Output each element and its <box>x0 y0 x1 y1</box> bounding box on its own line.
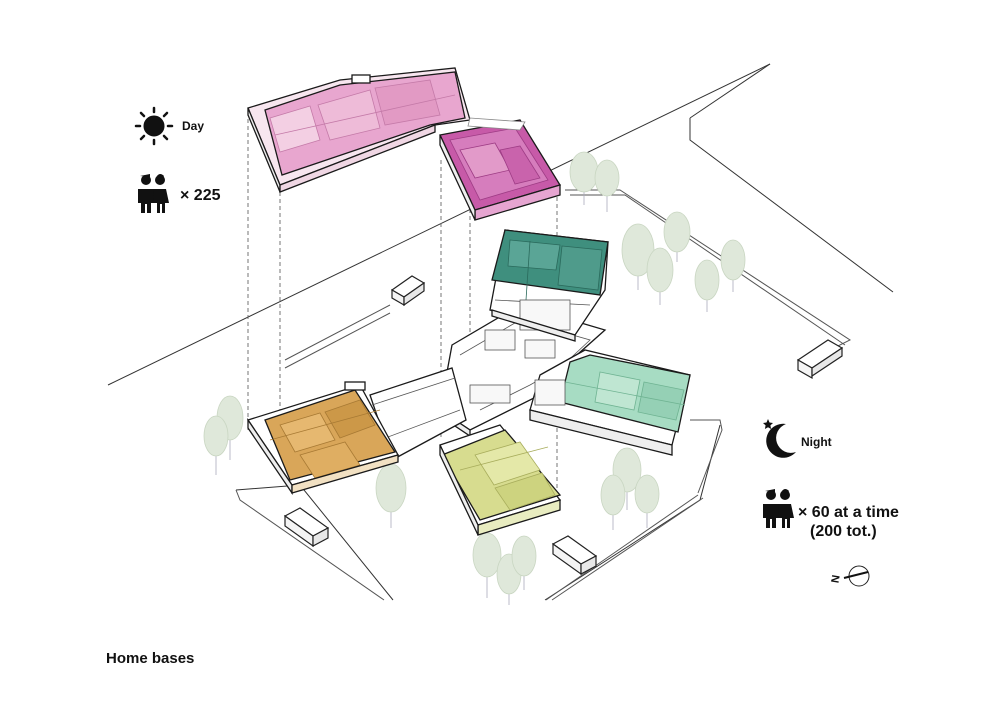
trees <box>203 151 746 605</box>
west-corridor <box>369 367 467 461</box>
shed-east <box>796 339 844 380</box>
tree <box>569 151 599 205</box>
night-count-line1: × 60 at a time <box>798 504 899 521</box>
tree <box>203 415 229 475</box>
north-arrow-letter: N <box>830 574 843 584</box>
shed-southwest <box>283 507 330 548</box>
tree <box>646 247 674 305</box>
south-wing <box>439 424 562 536</box>
children-icon <box>138 174 169 213</box>
day-label: Day <box>182 119 205 133</box>
tree <box>511 535 537 590</box>
tree <box>663 211 691 262</box>
shed-south <box>551 535 598 576</box>
tree <box>720 239 746 292</box>
day-count: × 225 <box>180 187 221 204</box>
north-arrow-icon: N <box>830 565 870 587</box>
tree <box>375 463 407 528</box>
night-label: Night <box>801 435 832 449</box>
diagram-caption: Home bases <box>106 650 195 667</box>
tree <box>600 474 626 530</box>
east-wing <box>529 349 691 456</box>
tree <box>634 474 660 528</box>
sun-icon <box>134 106 174 146</box>
moon-icon <box>763 419 796 458</box>
shed-north <box>390 275 426 307</box>
tree <box>694 259 720 312</box>
tree <box>594 159 620 212</box>
night-count: × 60 at a time (200 tot.) <box>798 503 899 541</box>
north-wing <box>489 229 609 342</box>
night-count-line2: (200 tot.) <box>810 523 877 540</box>
west-wing <box>246 381 399 496</box>
children-icon <box>763 489 794 528</box>
upper-floor <box>247 67 561 221</box>
tree <box>472 532 502 598</box>
